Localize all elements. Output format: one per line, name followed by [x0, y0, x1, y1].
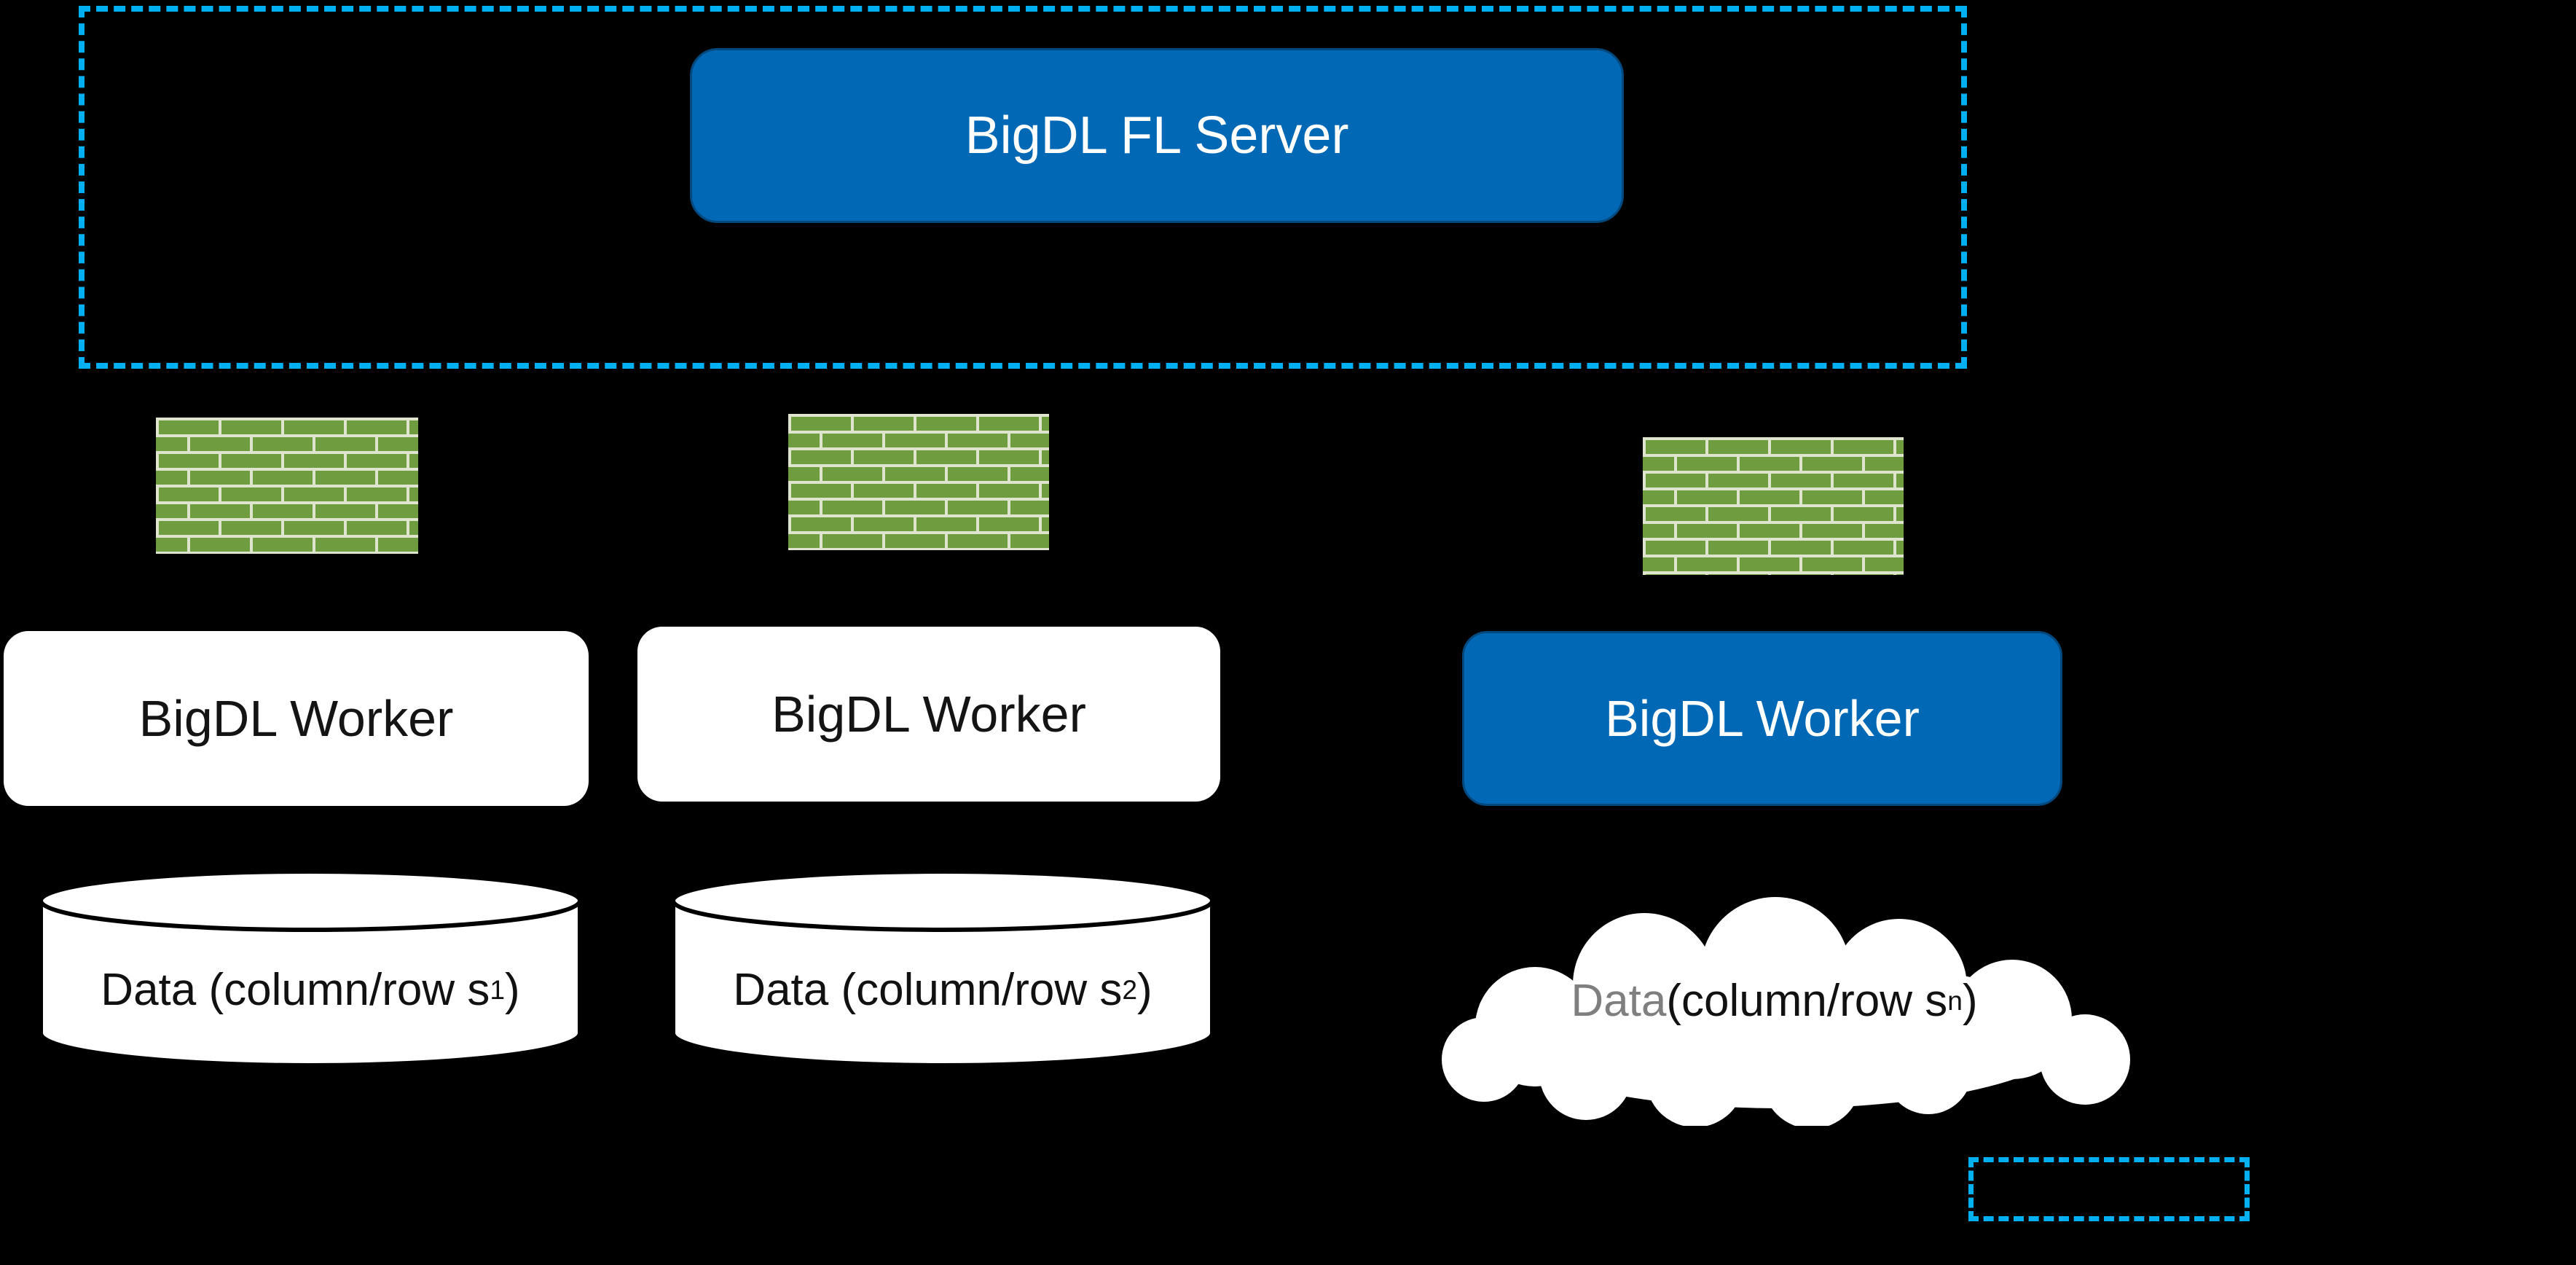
firewall-icon	[788, 414, 1049, 550]
worker-label: BigDL Worker	[1605, 690, 1920, 747]
server-trust-zone-border	[79, 6, 1967, 369]
worker-node-2: BigDL Worker	[637, 627, 1220, 802]
data-label-text: Data (column/row s	[733, 964, 1123, 1015]
worker-node-1: BigDL Worker	[4, 631, 589, 806]
data-word: Data	[1571, 975, 1667, 1026]
data-label-text: )	[1962, 975, 1978, 1026]
cylinder-icon	[39, 869, 582, 1068]
data-label-text: )	[505, 964, 520, 1015]
cylinder-icon	[671, 869, 1214, 1068]
data-label-text: (column/row s	[1666, 975, 1948, 1026]
fl-server-label: BigDL FL Server	[965, 106, 1349, 165]
fl-server-node: BigDL FL Server	[690, 48, 1624, 223]
firewall-icon	[1643, 437, 1904, 575]
firewall-icon	[156, 418, 418, 554]
legend-dashed-box	[1968, 1157, 2250, 1221]
cloud-icon	[1442, 897, 2130, 1126]
data-label-text: )	[1137, 964, 1152, 1015]
worker-label: BigDL Worker	[138, 690, 454, 747]
worker-label: BigDL Worker	[771, 686, 1086, 743]
data-label-text: Data (column/row s	[101, 964, 490, 1015]
worker-node-3: BigDL Worker	[1462, 631, 2062, 806]
